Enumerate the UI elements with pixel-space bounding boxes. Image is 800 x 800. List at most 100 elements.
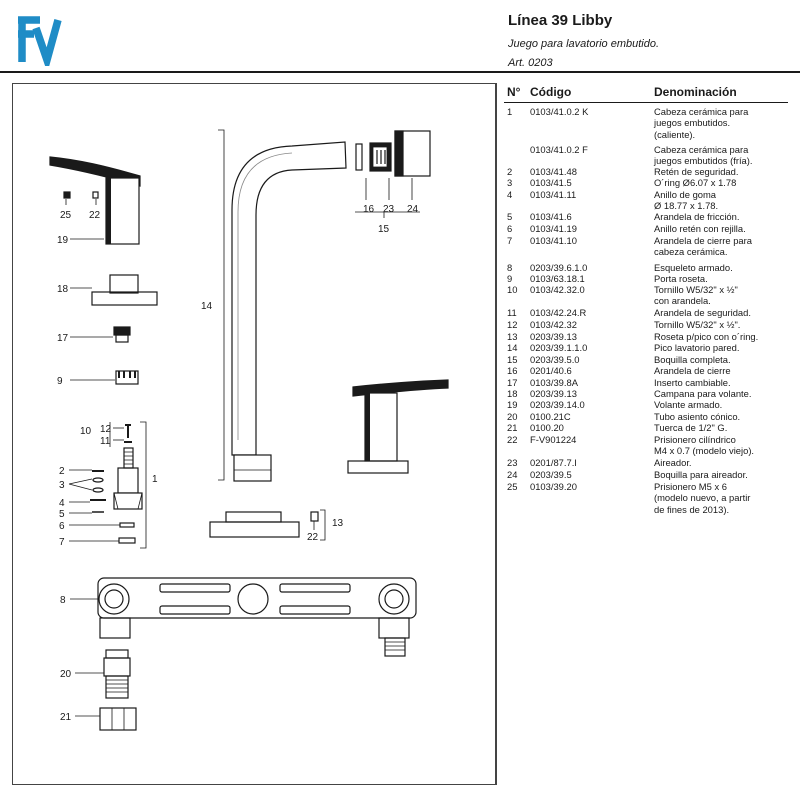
part-number: 20 <box>507 411 518 422</box>
part-name: Boquilla para aireador. <box>654 469 748 480</box>
callout-24: 24 <box>407 204 419 215</box>
callout-10: 10 <box>80 426 92 437</box>
part-name: O´ring Ø6.07 x 1.78 <box>654 177 737 188</box>
part-code: 0103/42.32.0 <box>530 284 585 295</box>
part-name: Anillo de goma Ø 18.77 x 1.78. <box>654 189 719 212</box>
part-name: Retén de seguridad. <box>654 166 739 177</box>
callout-16: 16 <box>363 204 375 215</box>
part-number: 25 <box>507 481 518 492</box>
callout-13: 13 <box>332 518 344 529</box>
part-number: 13 <box>507 331 518 342</box>
part-code: 0103/41.5 <box>530 177 572 188</box>
part-number: 12 <box>507 319 518 330</box>
part-code: 0103/41.0.2 F <box>530 144 588 155</box>
part-number: 23 <box>507 457 518 468</box>
part-name: Tornillo W5/32" x ½". <box>654 319 741 330</box>
part-number: 19 <box>507 399 518 410</box>
part-name: Esqueleto armado. <box>654 262 733 273</box>
part-number: 17 <box>507 377 518 388</box>
part-code: 0103/41.6 <box>530 211 572 222</box>
col-header-name: Denominación <box>654 85 737 99</box>
part-name: Prisionero M5 x 6 (modelo nuevo, a parti… <box>654 481 751 515</box>
part-number: 22 <box>507 434 518 445</box>
part-code: 0203/39.1.1.0 <box>530 342 588 353</box>
callout-17: 17 <box>57 333 69 344</box>
part-code: 0203/39.5 <box>530 469 572 480</box>
part-number: 21 <box>507 422 518 433</box>
part-number: 4 <box>507 189 513 200</box>
part-code: 0201/87.7.I <box>530 457 577 468</box>
part-name: Aireador. <box>654 457 692 468</box>
part-code: 0103/42.32 <box>530 319 577 330</box>
part-name: Tornillo W5/32" x ½" con arandela. <box>654 284 738 307</box>
part-name: Tuerca de 1/2" G. <box>654 422 728 433</box>
callout-2: 2 <box>59 466 65 477</box>
callout-3: 3 <box>59 480 65 491</box>
part-name: Anillo retén con rejilla. <box>654 223 746 234</box>
part-number: 10 <box>507 284 518 295</box>
part-name: Volante armado. <box>654 399 723 410</box>
part-code: 0103/39.20 <box>530 481 577 492</box>
part-number: 2 <box>507 166 513 177</box>
part-name: Arandela de fricción. <box>654 211 740 222</box>
column-divider <box>495 83 496 785</box>
part-code: F-V901224 <box>530 434 577 445</box>
header-rule <box>0 71 800 73</box>
part-code: 0103/41.48 <box>530 166 577 177</box>
callout-23: 23 <box>383 204 395 215</box>
part-number: 5 <box>507 211 513 222</box>
part-code: 0203/39.14.0 <box>530 399 585 410</box>
page-title: Línea 39 Libby <box>508 12 613 29</box>
drawing-frame <box>12 83 497 785</box>
part-number: 1 <box>507 106 513 117</box>
callout-20: 20 <box>60 669 72 680</box>
part-number: 11 <box>507 307 517 318</box>
callout-21: 21 <box>60 712 72 723</box>
part-name: Roseta p/pico con o´ring. <box>654 331 759 342</box>
part-name: Prisionero cilíndrico M4 x 0.7 (modelo v… <box>654 434 755 457</box>
callout-25: 25 <box>60 210 72 221</box>
part-code: 0103/39.8A <box>530 377 578 388</box>
part-code: 0201/40.6 <box>530 365 572 376</box>
part-name: Arandela de cierre para cabeza cerámica. <box>654 235 752 258</box>
callout-14: 14 <box>201 301 213 312</box>
part-number: 16 <box>507 365 518 376</box>
part-name: Campana para volante. <box>654 388 752 399</box>
part-number: 3 <box>507 177 513 188</box>
part-name: Cabeza cerámica para juegos embutidos (f… <box>654 144 753 167</box>
callout-7: 7 <box>59 537 65 548</box>
part-code: 0103/41.10 <box>530 235 577 246</box>
part-code: 0203/39.13 <box>530 388 577 399</box>
part-code: 0103/41.11 <box>530 189 577 200</box>
part-number: 15 <box>507 354 518 365</box>
callout-4: 4 <box>59 498 65 509</box>
part-code: 0103/41.0.2 K <box>530 106 589 117</box>
table-header-rule <box>504 102 788 103</box>
part-number: 24 <box>507 469 518 480</box>
part-name: Tubo asiento cónico. <box>654 411 741 422</box>
part-name: Porta roseta. <box>654 273 708 284</box>
col-header-code: Código <box>530 85 572 99</box>
part-code: 0203/39.6.1.0 <box>530 262 588 273</box>
part-code: 0203/39.5.0 <box>530 354 580 365</box>
callout-1: 1 <box>152 474 158 485</box>
part-number: 9 <box>507 273 513 284</box>
part-name: Cabeza cerámica para juegos embutidos. (… <box>654 106 749 140</box>
callout-22: 22 <box>89 210 101 221</box>
callout-19: 19 <box>57 235 69 246</box>
part-name: Arandela de cierre <box>654 365 731 376</box>
fv-logo <box>18 16 62 66</box>
page-subtitle: Juego para lavatorio embutido. <box>508 38 660 50</box>
callout-15: 15 <box>378 224 390 235</box>
col-header-number: N° <box>507 85 521 99</box>
callout-12: 12 <box>100 424 112 435</box>
part-code: 0103/42.24.R <box>530 307 587 318</box>
part-number: 8 <box>507 262 513 273</box>
part-name: Arandela de seguridad. <box>654 307 751 318</box>
callout-18: 18 <box>57 284 69 295</box>
part-number: 7 <box>507 235 513 246</box>
part-code: 0203/39.13 <box>530 331 577 342</box>
callout-9: 9 <box>57 376 63 387</box>
callout-11: 11 <box>100 436 111 447</box>
